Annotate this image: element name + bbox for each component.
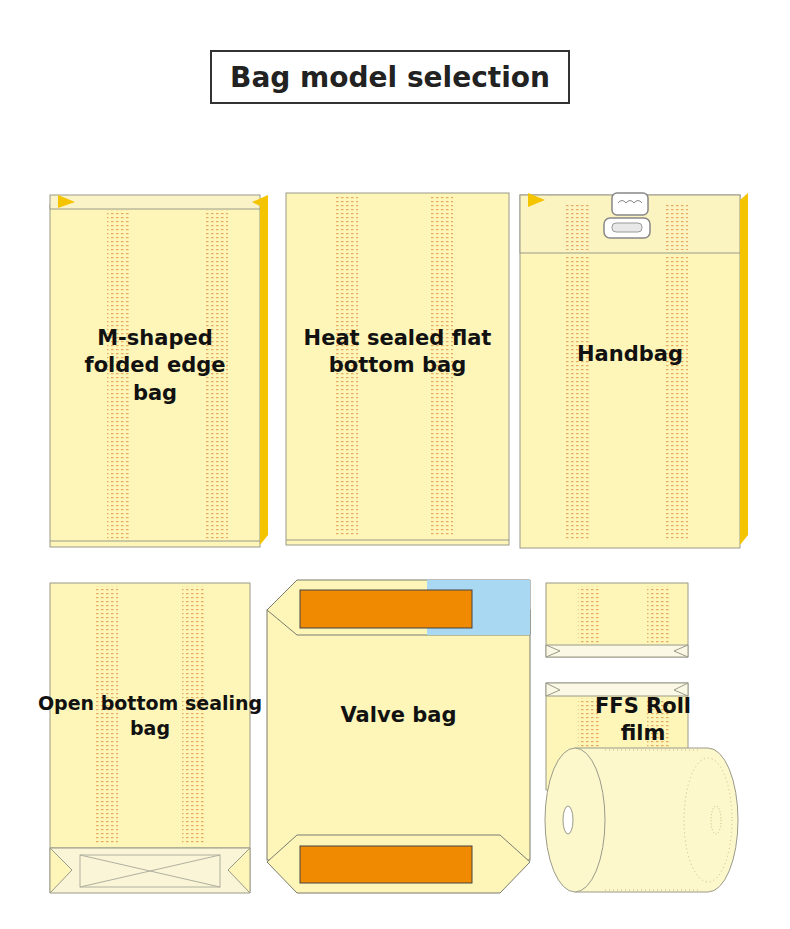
bag-label: Handbag: [520, 253, 740, 548]
bag-name: Heat sealed flat bottom bag: [298, 325, 498, 380]
heat-sealed-bag: [286, 193, 509, 545]
bag-name: M-shaped folded edge bag: [65, 325, 245, 407]
title-box: Bag model selection: [210, 50, 570, 104]
bag-label: M-shaped folded edge bag: [50, 195, 260, 547]
bag-name: FFS Roll film: [583, 693, 703, 748]
title: Bag model selection: [230, 61, 550, 94]
bag-label: Open bottom sealing bag: [50, 583, 250, 848]
bag-name: Open bottom sealing bag: [30, 691, 270, 740]
m-shaped-bag: [50, 195, 268, 547]
bag-name: Valve bag: [279, 702, 519, 729]
handbag: [520, 193, 748, 548]
bag-label: Valve bag: [267, 640, 530, 830]
bag-label: FFS Roll film: [546, 683, 740, 749]
valve-bag: [267, 580, 530, 893]
bag-label: Heat sealed flat bottom bag: [286, 193, 509, 545]
ffs-roll-film: [545, 583, 738, 892]
bag-name: Handbag: [530, 341, 730, 368]
